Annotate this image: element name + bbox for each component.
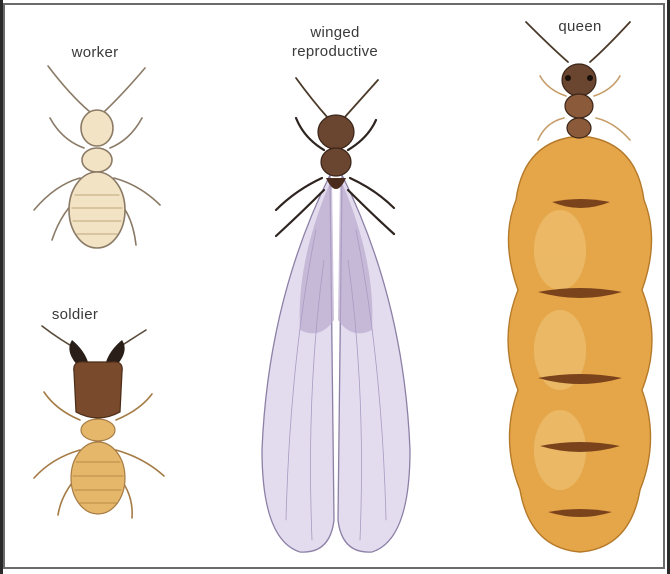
- winged-label-line1: winged: [250, 24, 420, 41]
- soldier-label: soldier: [30, 306, 120, 323]
- worker-termite-icon: [34, 66, 160, 248]
- worker-label: worker: [40, 44, 150, 61]
- winged-label-line2: reproductive: [250, 43, 420, 60]
- queen-termite-icon: [508, 22, 652, 552]
- soldier-termite-icon: [34, 326, 164, 518]
- winged-reproductive-termite-icon: [262, 78, 410, 552]
- queen-label: queen: [525, 18, 635, 35]
